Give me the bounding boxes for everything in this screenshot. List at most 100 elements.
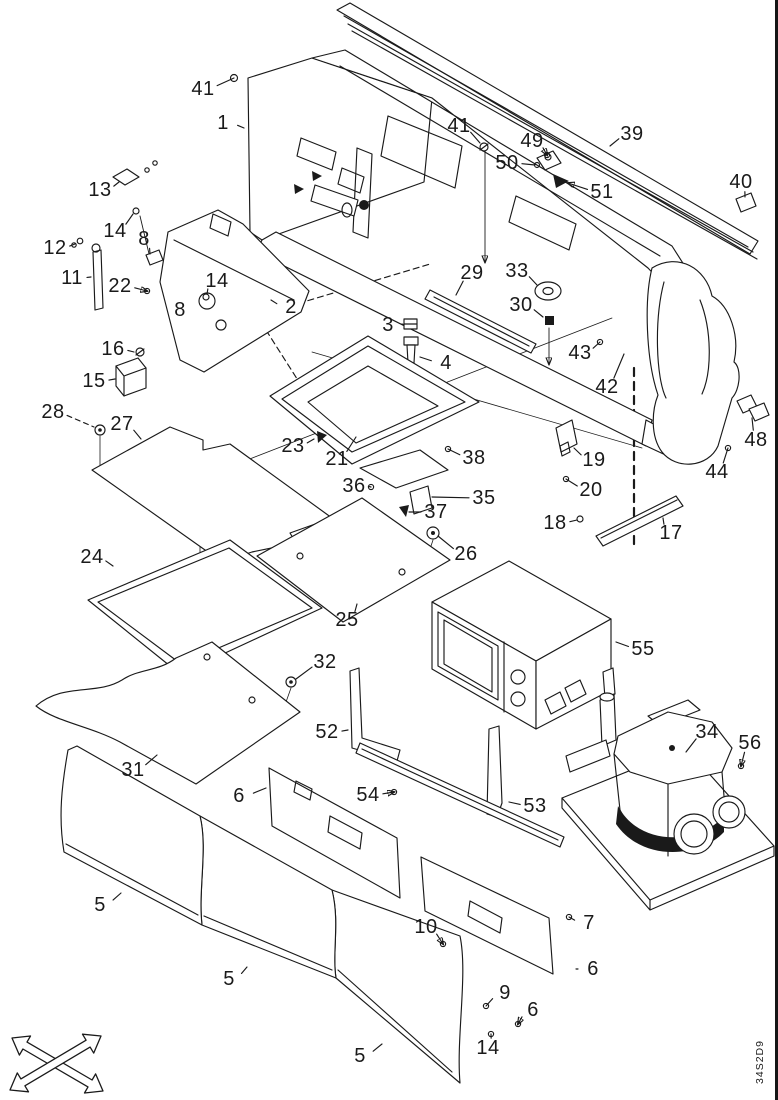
leader-line-2 — [271, 300, 277, 304]
part-callout-3: 3 — [382, 314, 394, 336]
leader-line-20 — [566, 479, 577, 486]
leader-line-29 — [456, 281, 463, 295]
leader-line-25 — [355, 604, 357, 612]
part-29-rail — [425, 290, 536, 353]
part-callout-5: 5 — [94, 894, 106, 916]
part-11-rod — [92, 244, 103, 310]
part-callout-27: 27 — [110, 413, 134, 435]
leader-line-16 — [128, 350, 134, 352]
part-21-tray — [270, 336, 479, 464]
leader-line-27 — [134, 430, 141, 439]
part-callout-14: 14 — [476, 1037, 500, 1059]
part-6-panel-lower — [421, 857, 553, 974]
leader-line-34 — [686, 739, 696, 752]
leader-line-30 — [534, 310, 543, 317]
part-callout-48: 48 — [744, 429, 768, 451]
leader-line-24 — [106, 561, 113, 566]
part-callout-14: 14 — [103, 220, 127, 242]
leader-line-4 — [420, 357, 431, 361]
part-callout-4: 4 — [440, 352, 452, 374]
leader-line-49 — [543, 148, 547, 155]
part-callout-11: 11 — [61, 267, 83, 289]
part-callout-12: 12 — [43, 237, 67, 259]
part-callout-56: 56 — [738, 732, 762, 754]
part-callout-28: 28 — [41, 401, 65, 423]
fastener-dot-38 — [445, 446, 450, 451]
part-55-microwave — [432, 561, 611, 729]
part-callout-13: 13 — [88, 179, 112, 201]
part-42-end-cap — [647, 262, 769, 465]
part-callout-6: 6 — [527, 999, 539, 1021]
part-24-mat — [88, 540, 322, 674]
leader-line-14 — [207, 289, 208, 294]
part-callout-52: 52 — [315, 721, 339, 743]
part-callout-49: 49 — [520, 130, 544, 152]
leader-line-50 — [522, 164, 535, 165]
part-callout-18: 18 — [543, 512, 567, 534]
fastener-dot-9 — [483, 1003, 488, 1008]
leader-line-39 — [610, 139, 619, 146]
part-callout-10: 10 — [414, 916, 438, 938]
part-31-mat — [36, 642, 300, 784]
leader-line-10 — [437, 934, 443, 944]
leader-line-51 — [568, 183, 587, 189]
leader-line-17 — [663, 518, 664, 524]
fastener-dot-10 — [440, 941, 445, 946]
part-2-bracket-panel — [160, 210, 309, 372]
part-callout-25: 25 — [335, 609, 359, 631]
direction-compass-icon — [10, 1034, 103, 1093]
part-callout-24: 24 — [80, 546, 104, 568]
fastener-dot-49 — [544, 152, 549, 157]
part-callout-8: 8 — [138, 228, 150, 250]
leader-line-21 — [347, 437, 356, 451]
leader-line-52 — [342, 730, 348, 731]
leader-line-14 — [126, 214, 133, 224]
part-callout-1: 1 — [217, 112, 229, 134]
leader-line-48 — [752, 418, 753, 430]
part-callout-36: 36 — [342, 475, 366, 497]
part-5-panels — [61, 746, 463, 1083]
part-callout-35: 35 — [472, 487, 496, 509]
part-callout-6: 6 — [587, 958, 599, 980]
fastener-dot-54 — [391, 789, 396, 794]
part-callout-30: 30 — [509, 294, 533, 316]
left-side-clips — [72, 161, 209, 396]
leader-line-54 — [383, 792, 394, 794]
part-callout-26: 26 — [454, 543, 478, 565]
part-callout-2: 2 — [285, 296, 297, 318]
part-callout-6: 6 — [233, 785, 245, 807]
leader-line-42 — [614, 354, 624, 378]
fastener-dot-22 — [144, 288, 149, 293]
part-callout-37: 37 — [424, 501, 448, 523]
leader-line-5 — [373, 1044, 382, 1051]
part-callout-16: 16 — [101, 338, 125, 360]
part-callout-32: 32 — [313, 651, 337, 673]
fastener-dot-36 — [368, 484, 373, 489]
part-3-nut — [404, 319, 417, 329]
leader-line-28 — [67, 415, 94, 427]
fastener-dot-6 — [515, 1021, 520, 1026]
leader-line-6 — [518, 1017, 522, 1024]
leader-line-12 — [70, 244, 75, 246]
part-17-sill-strip — [577, 496, 683, 546]
leader-line-53 — [509, 802, 520, 804]
leader-line-18 — [570, 520, 577, 522]
leader-line-19 — [574, 448, 581, 455]
leader-line-23 — [307, 439, 314, 443]
part-callout-53: 53 — [523, 795, 547, 817]
part-34-compressor — [562, 668, 774, 910]
part-callout-21: 21 — [325, 448, 349, 470]
part-30-bolt — [545, 316, 554, 325]
part-callout-41: 41 — [447, 115, 471, 137]
part-callout-20: 20 — [579, 479, 603, 501]
leader-line-41 — [471, 132, 480, 143]
part-54-rail — [356, 743, 564, 847]
leader-line-31 — [146, 755, 157, 765]
part-callout-17: 17 — [659, 522, 683, 544]
leader-line-43 — [593, 342, 600, 348]
part-callout-23: 23 — [281, 435, 305, 457]
part-33-grommet — [535, 282, 561, 300]
part-callout-44: 44 — [705, 461, 729, 483]
leader-line-5 — [113, 893, 121, 900]
